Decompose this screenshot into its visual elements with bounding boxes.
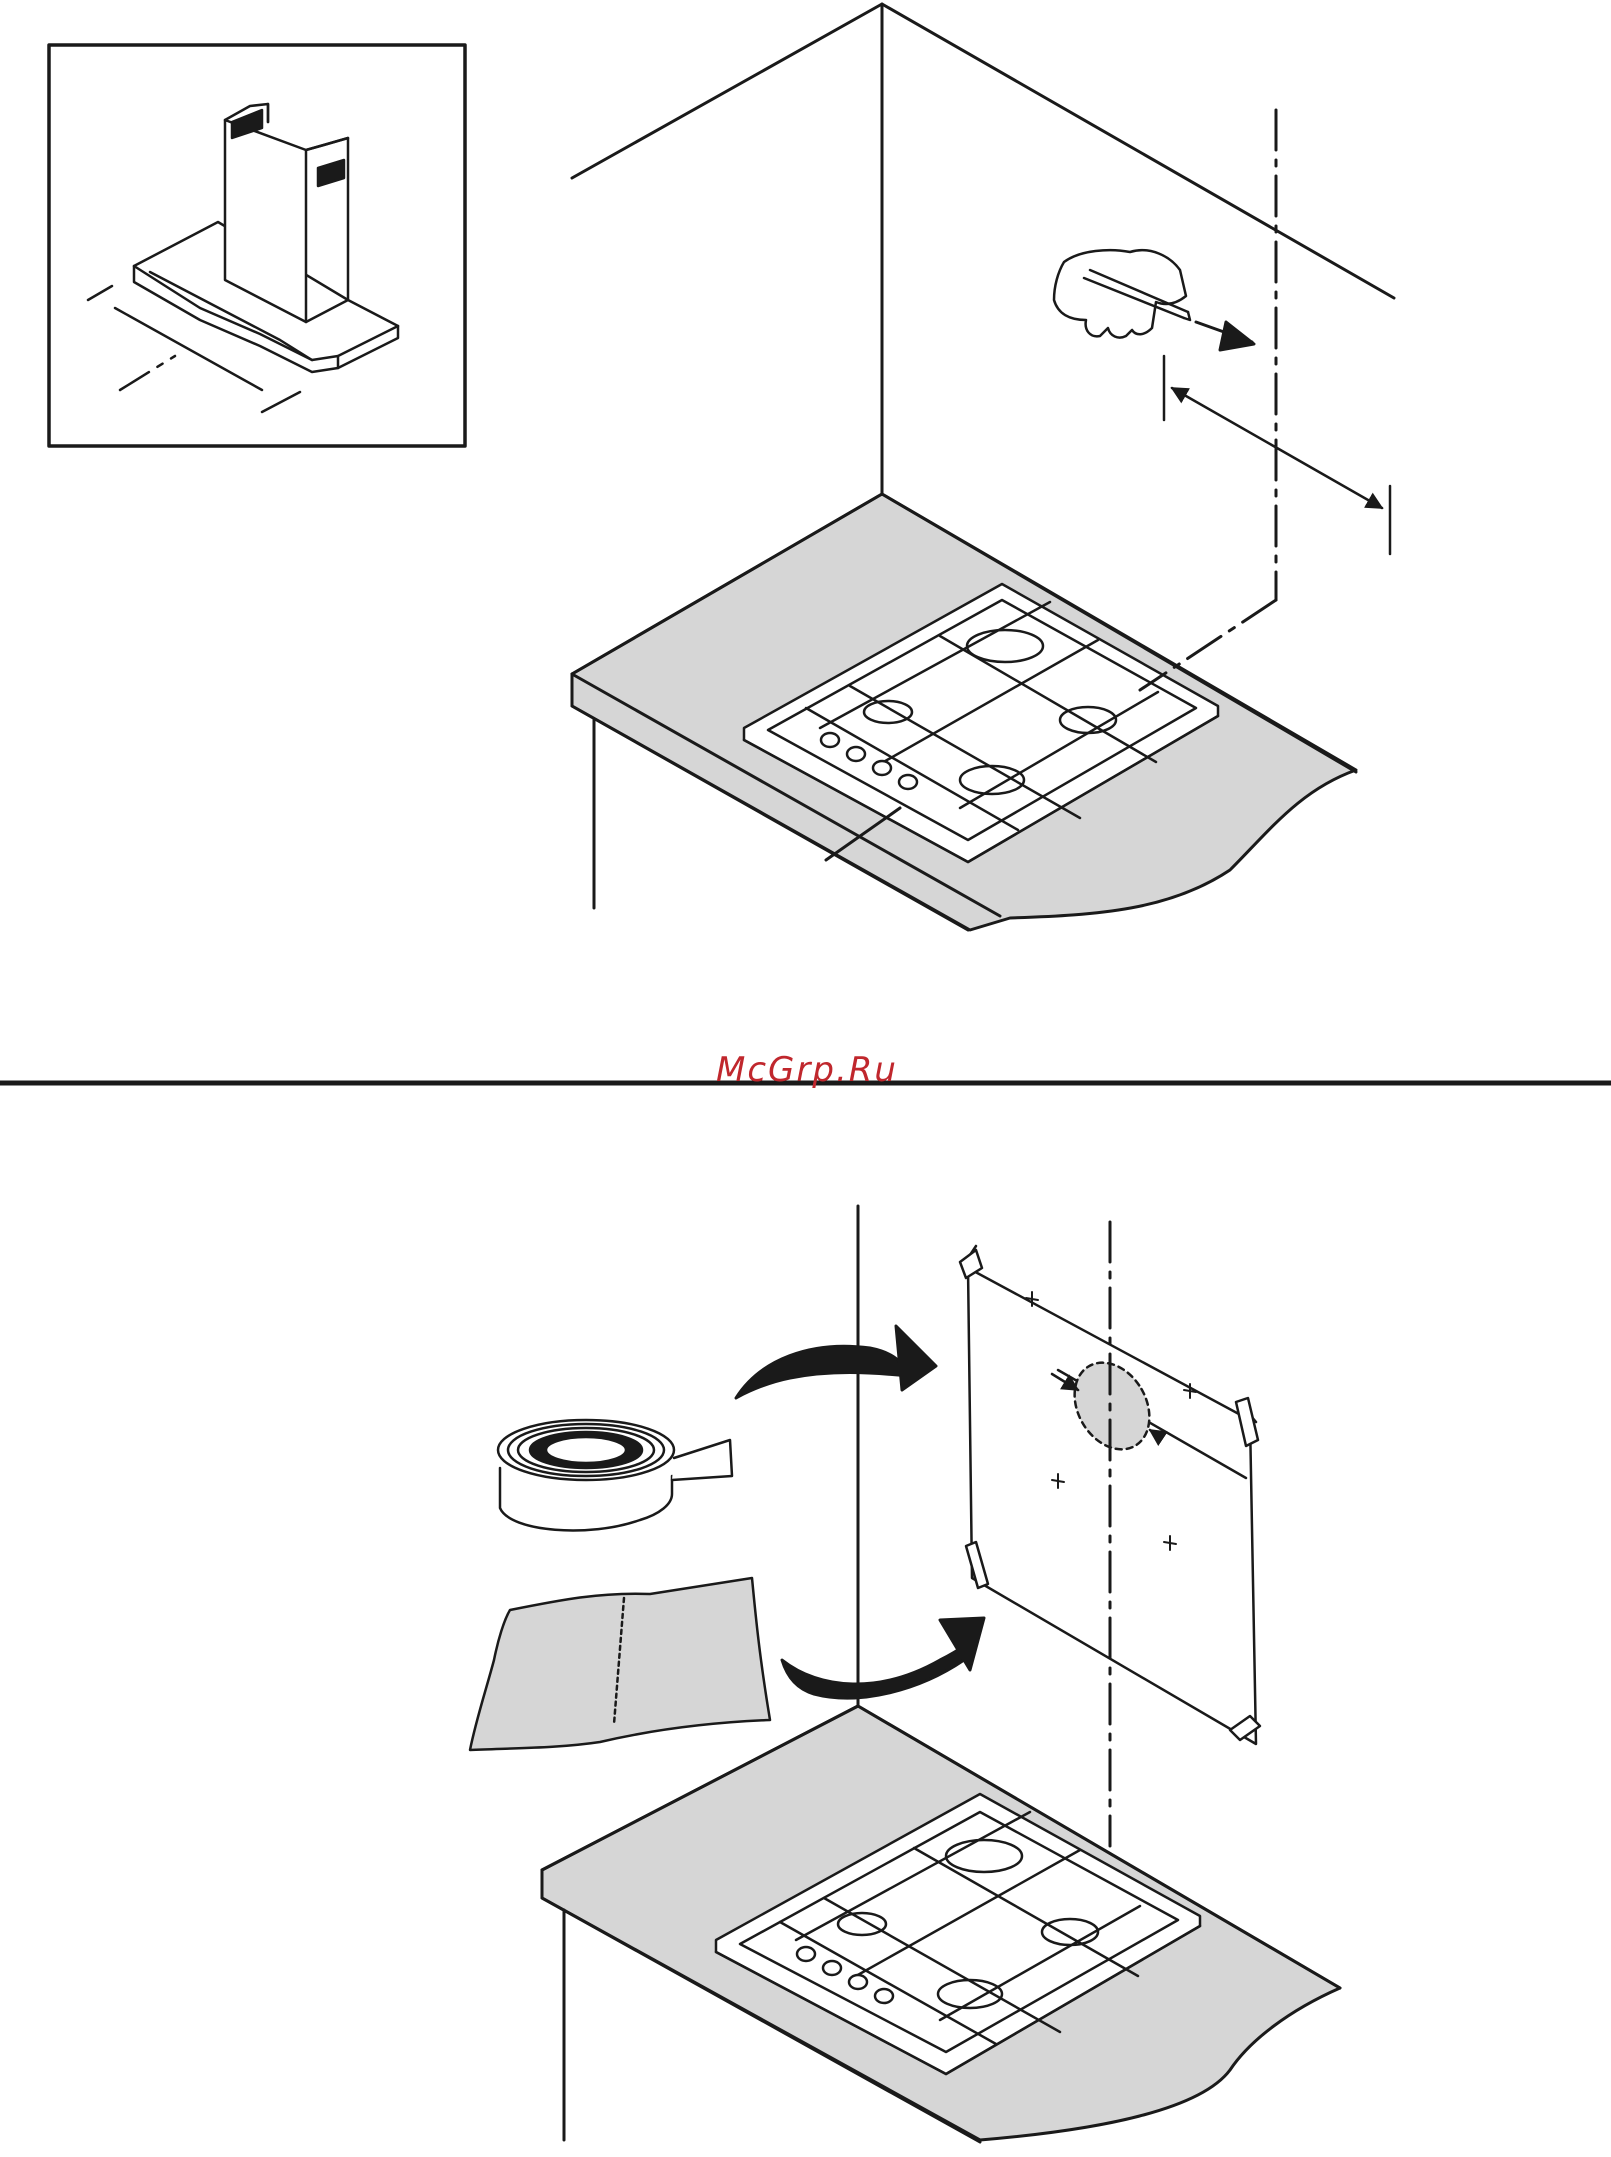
chimney-hood-drawing (88, 104, 398, 412)
arrow-head (1220, 322, 1254, 350)
paper-sheet (470, 1578, 770, 1750)
adhesive-tape-roll (498, 1420, 732, 1530)
bottom-panel (470, 1206, 1340, 2142)
watermark-text: McGrp.Ru (712, 1053, 902, 1087)
curved-arrows (736, 1326, 984, 1698)
hand-with-pencil (1054, 250, 1190, 337)
hood-inset (49, 45, 465, 446)
wall-corner (572, 4, 1394, 494)
top-panel (49, 4, 1394, 930)
